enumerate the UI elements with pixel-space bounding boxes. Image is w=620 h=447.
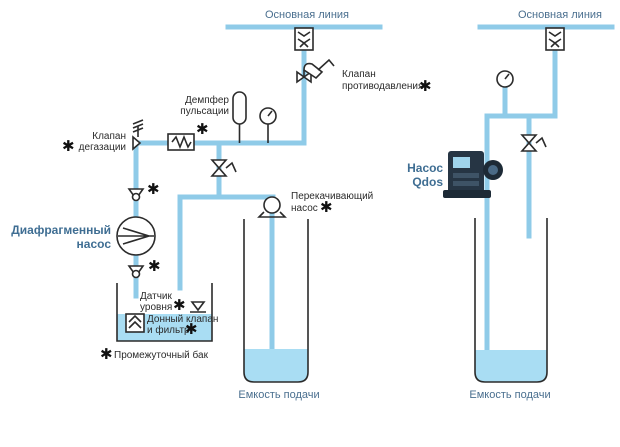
pressure-gauge-right xyxy=(496,70,514,88)
pump-check-valve-bottom xyxy=(127,265,145,279)
foot-valve-label-1: Донный клапан xyxy=(147,314,218,325)
pulsation-damper-label-1: Демпфер xyxy=(185,94,229,106)
branch-check-valve xyxy=(210,159,237,177)
foot-valve-label-2: и фильтр xyxy=(147,324,190,336)
qdos-pump-label-2: Qdos xyxy=(412,175,443,189)
intermediate-tank-label: Промежуточный бак xyxy=(114,349,209,361)
feed-tank-left xyxy=(243,219,309,383)
qdos-pump-label-1: Насос xyxy=(407,161,443,175)
main-line-label-left: Основная линия xyxy=(265,9,349,21)
diaphragm-pump-label-1: Диафрагменный xyxy=(11,223,111,237)
check-valve-right xyxy=(520,134,547,152)
main-line-check-valve-right xyxy=(545,27,565,51)
degassing-valve-star: ✱ xyxy=(62,137,75,155)
check-valve-top-star: ✱ xyxy=(147,180,160,198)
back-pressure-valve-label-2: противодавления xyxy=(342,81,423,92)
transfer-pump-star: ✱ xyxy=(320,198,333,216)
level-sensor-label-2: уровня xyxy=(140,302,172,313)
back-pressure-valve-star: ✱ xyxy=(419,77,432,95)
intermediate-tank xyxy=(116,283,213,342)
pulsation-damper xyxy=(232,91,247,143)
degassing-valve-label-2: дегазации xyxy=(79,142,126,153)
feed-tank-left-label: Емкость подачи xyxy=(238,389,319,401)
foot-valve-star: ✱ xyxy=(185,320,198,338)
main-line-label-right: Основная линия xyxy=(518,9,602,21)
intermediate-tank-star: ✱ xyxy=(100,345,113,363)
check-valve-bottom-star: ✱ xyxy=(148,257,161,275)
back-pressure-valve xyxy=(296,58,335,84)
pulsation-damper-star: ✱ xyxy=(196,120,209,138)
level-sensor-label-1: Датчик xyxy=(140,291,172,302)
feed-tank-right xyxy=(474,218,548,383)
pulsation-damper-label-2: пульсации xyxy=(180,106,229,117)
pump-check-valve-top xyxy=(127,188,145,202)
feed-tank-right-label: Емкость подачи xyxy=(469,389,550,401)
degassing-valve xyxy=(132,119,195,151)
back-pressure-valve-label-1: Клапан xyxy=(342,69,376,80)
main-line-check-valve-left xyxy=(294,27,314,51)
transfer-pump-label-2: насос xyxy=(291,203,318,214)
level-sensor-star: ✱ xyxy=(173,296,186,314)
diaphragm-pump-symbol xyxy=(116,216,156,256)
qdos-pump-device xyxy=(443,151,503,198)
transfer-pump-symbol xyxy=(257,196,287,218)
degassing-valve-label-1: Клапан xyxy=(92,131,126,142)
pressure-gauge-left xyxy=(259,107,277,143)
diaphragm-pump-label-2: насос xyxy=(77,237,112,251)
transfer-pump-label-1: Перекачивающий xyxy=(291,191,373,202)
